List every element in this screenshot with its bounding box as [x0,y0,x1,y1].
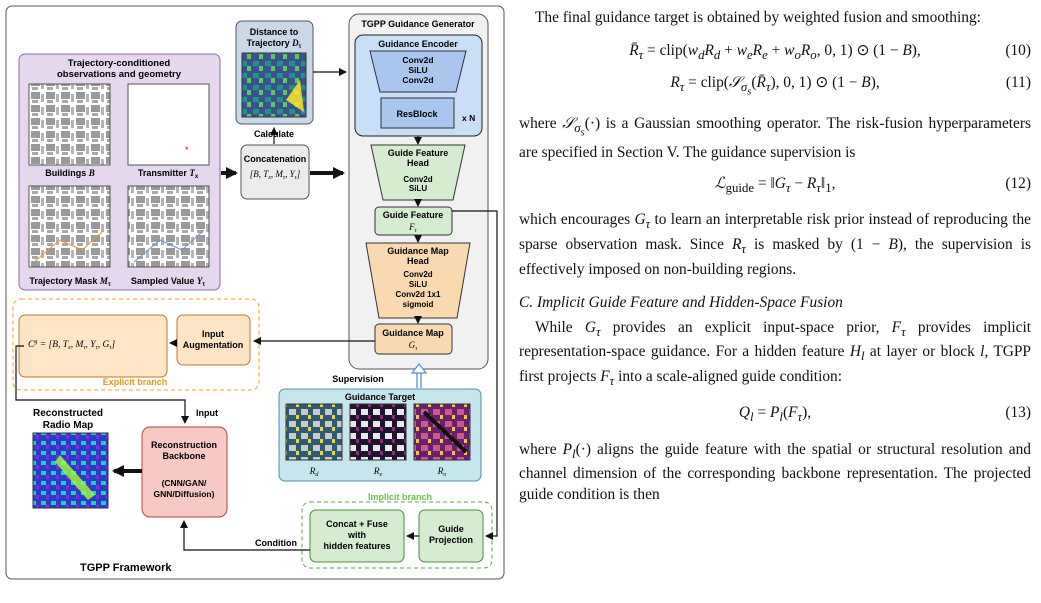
equation-11: Rτ = clip(𝒮σs(R̄τ), 0, 1) ⊙ (1 − B), (11… [670,74,1031,98]
paper-text-column: The final guidance target is obtained by… [519,8,1031,505]
equation-11-number: (11) [1005,74,1031,92]
buildings-label: Buildings B [45,168,95,178]
transmitter-map [127,83,210,166]
distance-map [241,52,307,118]
guidance-map-box [374,323,453,355]
distance-map-highlight [286,80,304,112]
target-re-image [349,403,407,461]
resblock-repeat: x N [462,113,475,123]
equation-13: Ql = Pl(Fτ), (13) [738,404,1031,425]
guidance-map-symbol: Gτ [409,340,419,352]
resblock-box [380,97,455,129]
map-head-trapezoid [365,242,471,319]
equation-12-number: (12) [1005,174,1031,192]
trajectory-mask-path [33,229,105,263]
sampled-value-path [133,229,205,263]
equation-12: ℒguide = ‖Gτ − Rτ‖1, (12) [714,174,1031,195]
target-ro-trajectory [422,410,468,454]
feature-to-projection-arrow [452,210,498,540]
feature-head-trapezoid [370,144,466,201]
equation-10: R̄τ = clip(wdRd + weRe + woRo, 0, 1) ⊙ (… [629,41,1031,62]
guide-feature-symbol: Fτ [408,222,418,234]
calculate-label: Calculate [254,129,294,139]
encoder-trapezoid [369,50,467,93]
supervision-arrow-head [410,363,428,374]
recon-map-highlight [55,455,95,500]
target-re-label: Re [373,467,383,478]
concatenation-box [240,144,310,200]
paragraph-supervision: which encourages Gτ to learn an interpre… [519,211,1031,278]
guide-feature-box [374,206,453,236]
fuse-box [309,509,405,563]
cg-to-backbone-arrow [15,345,189,424]
input-augmentation-box [176,314,251,366]
guide-feature-title: Guide Feature [383,210,444,220]
resblock-label: ResBlock [396,109,438,119]
transmitter-label: Transmitter Tx [138,168,199,180]
backbone-sub: (CNN/GAN/GNN/Diffusion) [154,478,215,499]
supervision-label: Supervision [332,374,384,384]
paragraph-implicit: While Gτ provides an explicit input-spac… [519,318,1031,388]
paragraph-intro: The final guidance target is obtained by… [535,9,981,26]
implicit-branch-label: Implicit branch [368,492,432,502]
framework-title: TGPP Framework [80,562,172,574]
target-rd-label: Rd [309,467,320,478]
encoder-title: Guidance Encoder [378,39,458,49]
sampled-value-map [127,185,210,268]
input-label: Input [196,408,218,418]
target-ro-label: Ro [437,467,447,478]
guidance-map-title: Guidance Map [382,328,444,338]
target-rd-image [285,403,343,461]
transmitter-marker: * [185,145,189,155]
paragraph-smoothing: where 𝒮σs(·) is a Gaussian smoothing ope… [519,115,1031,162]
equation-13-number: (13) [1005,404,1031,422]
generator-title: TGPP Guidance Generator [361,19,475,29]
condition-label: Condition [255,538,297,548]
target-ro-image [413,403,471,461]
section-heading: C. Implicit Guide Feature and Hidden-Spa… [519,294,843,312]
trajectory-mask-label: Trajectory Mask Mτ [29,276,111,288]
concatenation-formula: [B, Tx, Mτ, Yτ] [250,169,301,181]
paragraph-projection: where Pl(·) aligns the guide feature wit… [519,440,1031,503]
concatenation-title: Concatenation [244,154,307,164]
explicit-branch-label: Explicit branch [103,377,168,387]
guidance-target-title: Guidance Target [345,392,415,402]
explicit-branch-box [12,298,260,391]
sampled-value-label: Sampled Value Yτ [131,276,206,288]
cg-formula: Cg = [B, Tx, Mτ, Yτ, Gτ] [28,339,116,351]
trajectory-mask-map [28,185,111,268]
buildings-map [28,83,111,166]
equation-10-number: (10) [1005,41,1031,59]
fuse-to-backbone-arrow [180,520,310,551]
